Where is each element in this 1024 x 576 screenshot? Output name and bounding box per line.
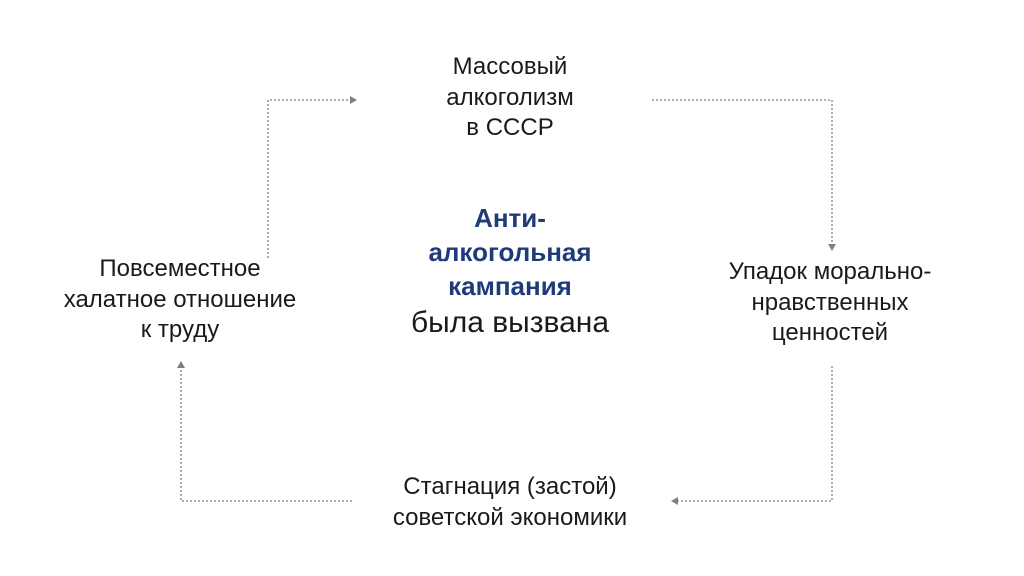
node-economic-stagnation: Стагнация (застой) советской экономики	[330, 472, 690, 533]
center-title-line: Анти-	[474, 203, 546, 233]
arrow-bottom-to-left	[177, 361, 352, 502]
center-subtitle: была вызвана	[410, 306, 610, 340]
node-right-line: нравственных	[751, 288, 909, 316]
node-moral-decline: Упадок морально- нравственных ценностей	[680, 257, 980, 349]
center-title-line: кампания	[448, 270, 572, 301]
node-top-line: Массовый	[452, 53, 568, 80]
node-careless-work-attitude: Повсеместное халатное отношение к труду	[10, 254, 350, 346]
node-top-line: алкоголизм	[446, 83, 574, 111]
node-left-line: халатное отношение	[63, 285, 297, 313]
arrow-top-to-right	[652, 99, 836, 251]
center-title-line: алкогольная	[428, 236, 592, 267]
arrow-right-to-bottom	[671, 366, 833, 505]
arrow-left-to-top	[267, 96, 357, 258]
center-title: Анти- алкогольная кампания была вызвана	[370, 202, 650, 342]
node-right-line: ценностей	[771, 319, 889, 347]
node-left-line: Повсеместное	[99, 255, 261, 282]
node-bottom-line: советской экономики	[392, 503, 628, 531]
node-right-line: Упадок морально-	[728, 258, 932, 285]
node-left-line: к труду	[140, 316, 220, 344]
node-top-line: в СССР	[466, 114, 554, 142]
node-bottom-line: Стагнация (застой)	[403, 473, 617, 500]
node-mass-alcoholism: Массовый алкоголизм в СССР	[390, 52, 630, 144]
